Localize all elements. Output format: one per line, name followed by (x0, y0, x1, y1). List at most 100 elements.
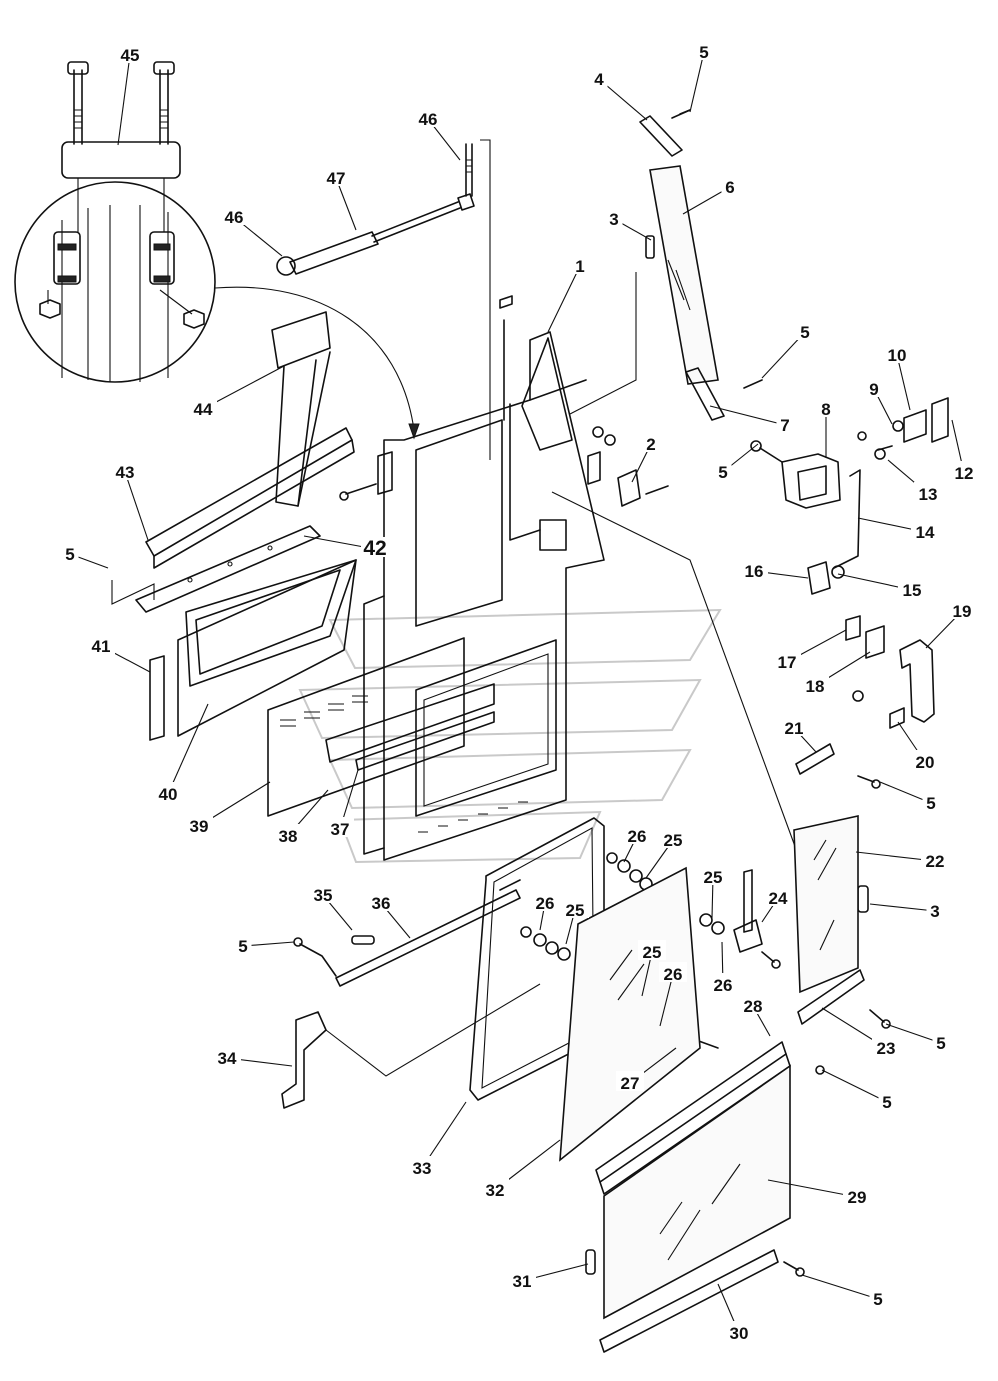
callout-c37: 37 (331, 820, 350, 839)
callout-c4: 4 (594, 70, 604, 89)
callout-c6: 6 (725, 178, 734, 197)
callout-bg-c5i (869, 1287, 887, 1307)
callout-bg-c5a (695, 40, 713, 60)
callout-c41: 41 (92, 637, 111, 656)
callout-c38: 38 (279, 827, 298, 846)
callout-c26d: 26 (714, 976, 733, 995)
callout-c5g: 5 (936, 1034, 945, 1053)
callout-bg-c30 (725, 1321, 753, 1341)
callout-bg-c18 (801, 674, 829, 694)
callout-bg-c28 (739, 994, 767, 1014)
callout-c5c: 5 (718, 463, 727, 482)
part-7-channel (685, 367, 763, 421)
callout-bg-c24 (764, 886, 792, 906)
callout-c12: 12 (955, 464, 974, 483)
part-8-latch (750, 440, 841, 509)
callout-c35: 35 (314, 886, 333, 905)
callout-bg-c16 (740, 559, 768, 579)
part-34-stay (281, 983, 541, 1109)
callout-leader-c5a (689, 51, 705, 113)
callout-bg-c29 (843, 1185, 871, 1205)
callout-bg-c19 (948, 599, 976, 619)
callout-c30: 30 (730, 1324, 749, 1343)
callout-bg-c2 (642, 432, 660, 452)
inset-detail-circle (14, 181, 420, 440)
part-24-hinge (733, 869, 781, 969)
part-47-gas-strut (276, 143, 475, 276)
callout-leader-c3b (869, 903, 936, 912)
callout-leader-c1 (547, 265, 581, 333)
callout-leader-c5i (801, 1274, 879, 1300)
part-23-channel (797, 969, 891, 1029)
callout-leader-c29 (767, 1179, 858, 1198)
part-22-side-glass (793, 815, 859, 994)
callout-c46a: 46 (419, 110, 438, 129)
callout-c26b: 26 (536, 894, 555, 913)
callout-c13: 13 (919, 485, 938, 504)
watermark-logo (298, 608, 722, 864)
callout-c5e: 5 (926, 794, 935, 813)
callout-bg-c5f (234, 934, 252, 954)
callout-bg-c13 (914, 482, 942, 502)
callout-leader-c7 (709, 405, 786, 426)
callout-bg-c3b (926, 899, 944, 919)
callout-c43: 43 (116, 463, 135, 482)
part-42-strip (111, 525, 321, 613)
callout-bg-c4 (590, 67, 608, 87)
callout-c24: 24 (769, 889, 788, 908)
callout-c34: 34 (218, 1049, 237, 1068)
part-21-channel (795, 743, 881, 789)
callout-c42: 42 (363, 537, 386, 560)
callout-bg-c17 (773, 650, 801, 670)
part-14-rod (807, 469, 861, 595)
callout-c9: 9 (869, 380, 878, 399)
callout-c31: 31 (513, 1272, 532, 1291)
callout-c3b: 3 (930, 902, 939, 921)
callout-bg-c22 (921, 849, 949, 869)
callout-bg-c31 (508, 1269, 536, 1289)
callout-c29: 29 (848, 1188, 867, 1207)
callout-c1: 1 (575, 257, 584, 276)
callout-c5d: 5 (65, 545, 74, 564)
callout-bg-c40 (154, 782, 182, 802)
callout-c16: 16 (745, 562, 764, 581)
callout-labels: 1233455555555567891012131415161718192021… (61, 40, 978, 1343)
callout-bg-c5c (714, 460, 732, 480)
callout-leader-c47 (335, 177, 357, 231)
part-19-handle (845, 615, 935, 729)
callout-bg-c35 (309, 883, 337, 903)
callout-c5i: 5 (873, 1290, 882, 1309)
callout-c40: 40 (159, 785, 178, 804)
callout-c5a: 5 (699, 43, 708, 62)
part-1-door-frame (363, 331, 605, 861)
part-29-lower-glass (603, 1064, 791, 1320)
part-36-rail (293, 889, 521, 987)
callout-c45: 45 (121, 46, 140, 65)
callout-bg-c44 (189, 397, 217, 417)
callout-leader-c45 (117, 54, 131, 146)
part-31-clip (585, 1249, 596, 1275)
callout-c22: 22 (926, 852, 945, 871)
callout-bg-c41 (87, 634, 115, 654)
callout-bg-c25b (561, 898, 589, 918)
callout-c28: 28 (744, 997, 763, 1016)
callout-bg-c6 (721, 175, 739, 195)
callout-leader-c5g (885, 1023, 942, 1044)
part-45-clamp (61, 61, 181, 232)
part-38-plate (325, 683, 495, 771)
callout-bg-c42 (361, 537, 389, 557)
callout-bg-c20 (911, 750, 939, 770)
callout-c36: 36 (372, 894, 391, 913)
callout-leader-c10 (896, 354, 911, 411)
callout-c39: 39 (190, 817, 209, 836)
callout-bg-c25a (659, 828, 687, 848)
callout-c2: 2 (646, 435, 655, 454)
callout-leader-c26c (659, 973, 674, 1027)
callout-bg-c12 (950, 461, 978, 481)
callout-bg-c7 (776, 413, 794, 433)
callout-c46b: 46 (225, 208, 244, 227)
part-41-trim (149, 655, 165, 741)
callout-c33: 33 (413, 1159, 432, 1178)
